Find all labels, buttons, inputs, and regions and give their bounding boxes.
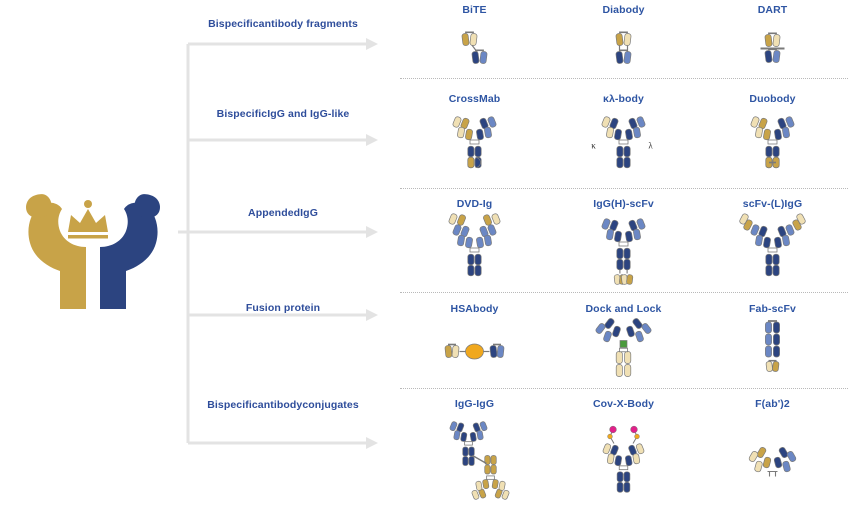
format-title: IgG(H)-scFv <box>593 198 654 210</box>
format-title: CrossMab <box>448 93 501 105</box>
antibody-diagram-hsabody <box>444 343 505 360</box>
format-title: DART <box>757 4 788 16</box>
antibody-diagram-dockandlock <box>595 318 652 377</box>
category-label-2: BispecificIgG and IgG-like <box>216 108 350 120</box>
category-label-1: Bispecificantibody fragments <box>208 18 358 30</box>
format-title: scFv-(L)IgG <box>742 198 803 210</box>
format-row-4: HSAbody Dock and Lock Fab-scFv <box>400 295 848 390</box>
format-title: κλ-body <box>603 93 644 105</box>
format-row-5: IgG-IgG Cov-X-Body F(ab')2 <box>400 390 848 523</box>
antibody-diagram-dart <box>760 32 785 63</box>
antibody-diagram-fabscfv <box>765 320 780 372</box>
format-title: Fab-scFv <box>749 303 796 315</box>
flow-arrow-lines <box>164 38 378 449</box>
format-cell-dockandlock[interactable]: Dock and Lock <box>549 295 698 393</box>
category-flow-arrows <box>164 0 400 523</box>
format-title: Diabody <box>602 4 645 16</box>
antibody-diagram-igigg <box>449 421 510 500</box>
antibody-diagram-scfvligg <box>739 213 806 277</box>
format-cell-fab2[interactable]: F(ab')2 <box>698 390 847 526</box>
format-cell-bite[interactable]: BiTE <box>400 0 549 86</box>
antibody-diagram-igghscfv <box>601 218 646 285</box>
format-cell-covxbody[interactable]: Cov-X-Body <box>549 390 698 526</box>
antibody-diagram-covxbody <box>602 425 645 493</box>
category-label-3: AppendedIgG <box>248 207 318 219</box>
category-label-5: Bispecificantibodyconjugates <box>207 399 359 411</box>
brand-logo <box>8 185 178 310</box>
format-title: DVD-Ig <box>456 198 493 210</box>
antibody-diagram-diabody <box>615 31 632 64</box>
antibody-diagram-crossmab <box>452 116 497 169</box>
format-cell-crossmab[interactable]: CrossMab <box>400 85 549 193</box>
format-cell-hsabody[interactable]: HSAbody <box>400 295 549 393</box>
category-label-4: Fusion protein <box>245 302 321 314</box>
format-row-3: DVD-Ig IgG(H)-scFv scFv-(L)IgG <box>400 190 848 295</box>
format-cell-diabody[interactable]: Diabody <box>549 0 698 86</box>
format-cell-fabscfv[interactable]: Fab-scFv <box>698 295 847 393</box>
row-separator-3 <box>400 292 848 294</box>
antibody-diagram-dvdig <box>448 213 501 277</box>
row-separator-2 <box>400 188 848 190</box>
format-title: BiTE <box>462 4 487 16</box>
format-cell-duobody[interactable]: Duobody <box>698 85 847 193</box>
format-cell-igigg[interactable]: IgG-IgG <box>400 390 549 526</box>
format-title: IgG-IgG <box>454 398 495 410</box>
format-cell-igghscfv[interactable]: IgG(H)-scFv <box>549 190 698 298</box>
format-cell-scfvligg[interactable]: scFv-(L)IgG <box>698 190 847 298</box>
row-separator-1 <box>400 78 848 80</box>
antibody-diagram-bite <box>461 31 488 64</box>
format-title: F(ab')2 <box>755 398 790 410</box>
flexing-arms-crown-icon <box>26 194 160 309</box>
format-title: Duobody <box>749 93 796 105</box>
chain-annotation-κ: κ <box>591 141 596 151</box>
row-separator-4 <box>400 388 848 390</box>
format-title: Dock and Lock <box>585 303 662 315</box>
chain-annotation-λ: λ <box>648 141 653 151</box>
format-title: Cov-X-Body <box>592 398 655 410</box>
antibody-diagram-duobody <box>750 116 795 169</box>
format-cell-dvdig[interactable]: DVD-Ig <box>400 190 549 298</box>
format-row-1: BiTE Diabody DART <box>400 0 848 85</box>
antibody-diagram-fab2 <box>748 447 797 477</box>
format-cell-dart[interactable]: DART <box>698 0 847 86</box>
crown-icon <box>68 200 108 239</box>
format-title: HSAbody <box>450 303 499 315</box>
